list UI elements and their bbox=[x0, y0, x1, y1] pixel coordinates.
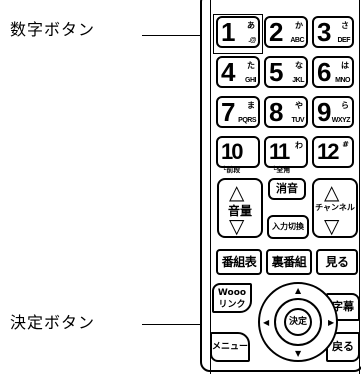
number-key-kana: た bbox=[247, 61, 255, 70]
number-key-letters: JKL bbox=[292, 77, 304, 84]
number-key-kana: ま bbox=[247, 101, 255, 110]
number-key-12[interactable]: 12# bbox=[312, 136, 354, 168]
number-key-kana: わ bbox=[295, 141, 303, 150]
volume-down-icon: ▽ bbox=[229, 214, 245, 238]
number-key-digit: 2 bbox=[269, 17, 284, 47]
number-key-digit: 12 bbox=[317, 139, 340, 164]
number-buttons-leader-line bbox=[142, 35, 214, 36]
wooo-link-button[interactable]: Wooo リンク bbox=[212, 283, 252, 313]
number-key-letters: TUV bbox=[291, 117, 305, 124]
key11-sub-label: └全角 bbox=[272, 166, 291, 174]
volume-up-icon: △ bbox=[229, 180, 245, 204]
menu-label: メニュー bbox=[212, 342, 249, 352]
down-arrow-icon: ▼ bbox=[295, 349, 302, 358]
number-key-letters: MNO bbox=[335, 77, 350, 84]
mute-button[interactable]: 消音 bbox=[268, 178, 306, 200]
program-guide-button[interactable]: 番組表 bbox=[216, 249, 262, 275]
number-key-digit: 11 bbox=[269, 139, 290, 164]
ok-button[interactable]: 決定 bbox=[284, 308, 312, 336]
number-key-highlight bbox=[213, 14, 263, 54]
number-key-digit: 8 bbox=[269, 97, 284, 127]
number-key-kana: ら bbox=[341, 101, 349, 110]
menu-button[interactable]: メニュー bbox=[210, 332, 250, 362]
right-arrow-icon: ▶ bbox=[328, 318, 335, 327]
input-switch-label: 入力切換 bbox=[272, 222, 304, 231]
number-key-2[interactable]: 2 か ABC bbox=[264, 16, 308, 48]
back-program-label: 裏番組 bbox=[271, 255, 307, 269]
remote-face bbox=[210, 0, 360, 374]
number-key-1[interactable]: 1 あ .@ bbox=[216, 16, 260, 48]
number-buttons-callout: 数字ボタン bbox=[10, 20, 96, 39]
channel-down-icon: ▽ bbox=[324, 214, 340, 238]
number-key-kana: か bbox=[295, 21, 303, 30]
channel-label: チャンネル bbox=[315, 203, 355, 212]
number-key-letters: ABC bbox=[290, 37, 304, 44]
direction-pad[interactable]: ▲ ▼ ◀ ▶ 決定 bbox=[258, 282, 338, 362]
number-key-digit: 6 bbox=[317, 57, 332, 87]
number-key-letters: DEF bbox=[337, 37, 351, 44]
ok-label: 決定 bbox=[288, 317, 307, 327]
number-key-digit: 3 bbox=[317, 17, 332, 47]
number-key-digit: 9 bbox=[317, 97, 332, 127]
up-arrow-icon: ▲ bbox=[295, 286, 302, 295]
volume-label: 音量 bbox=[227, 204, 252, 218]
input-switch-button[interactable]: 入力切換 bbox=[267, 215, 309, 239]
number-key-10[interactable]: 10 bbox=[216, 136, 260, 168]
number-key-digit: 7 bbox=[221, 97, 236, 127]
dpad-ring: 決定 bbox=[274, 298, 322, 346]
volume-rocker[interactable]: △ 音量 ▽ bbox=[217, 178, 263, 238]
number-key-5[interactable]: 5 な JKL bbox=[264, 56, 308, 88]
number-key-digit: 4 bbox=[221, 57, 236, 87]
number-key-digit: 10 bbox=[221, 139, 244, 164]
number-key-letters: GHI bbox=[245, 77, 256, 84]
program-guide-label: 番組表 bbox=[221, 255, 257, 269]
number-key-kana: は bbox=[341, 61, 349, 70]
number-key-digit: 1 bbox=[221, 17, 236, 47]
back-program-button[interactable]: 裏番組 bbox=[266, 249, 312, 275]
number-key-kana: や bbox=[295, 101, 303, 110]
number-key-11[interactable]: 11 わ bbox=[264, 136, 308, 168]
number-key-kana: あ bbox=[247, 21, 255, 30]
number-key-letters: WXYZ bbox=[331, 117, 351, 124]
number-key-digit: 5 bbox=[269, 57, 284, 87]
number-key-kana: # bbox=[342, 140, 349, 149]
key10-sub-label: └前段 bbox=[222, 166, 241, 174]
channel-rocker[interactable]: △ チャンネル ▽ bbox=[312, 178, 358, 238]
channel-up-icon: △ bbox=[324, 180, 340, 204]
wooo-link-label: Wooo リンク bbox=[217, 288, 247, 310]
number-key-7[interactable]: 7 ま PQRS bbox=[216, 96, 260, 128]
number-key-kana: な bbox=[295, 61, 303, 70]
watch-label: 見る bbox=[325, 255, 349, 269]
number-key-4[interactable]: 4 た GHI bbox=[216, 56, 260, 88]
watch-button[interactable]: 見る bbox=[316, 249, 358, 275]
back-label: 戻る bbox=[332, 340, 354, 353]
number-key-letters: PQRS bbox=[238, 117, 256, 124]
number-key-letters: .@ bbox=[248, 37, 256, 44]
number-key-kana: さ bbox=[341, 21, 349, 30]
enter-button-callout: 決定ボタン bbox=[10, 313, 96, 332]
subtitle-label: 字幕 bbox=[332, 300, 354, 313]
mute-label: 消音 bbox=[276, 182, 298, 195]
number-key-8[interactable]: 8 や TUV bbox=[264, 96, 308, 128]
left-arrow-icon: ◀ bbox=[263, 318, 270, 327]
